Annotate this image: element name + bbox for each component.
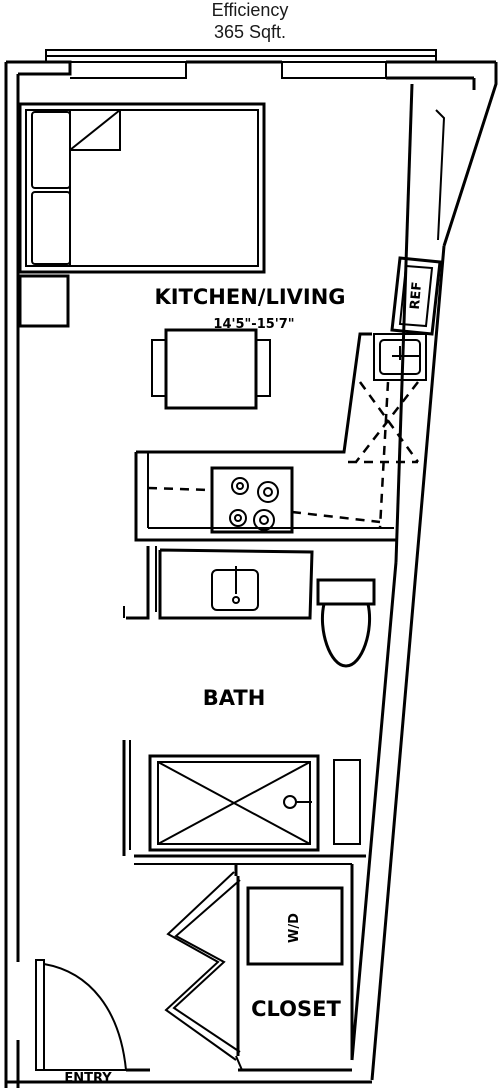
cooktop-icon <box>210 466 294 534</box>
dining-table-icon <box>151 328 271 410</box>
kitchen-living-label: KITCHEN/LIVING <box>154 285 345 309</box>
bed-icon <box>18 102 266 274</box>
washer-dryer: W/D <box>246 886 344 966</box>
upper-cabinet-line <box>147 486 211 492</box>
toilet-icon <box>316 578 376 668</box>
bath-walls <box>123 546 314 620</box>
shower-icon <box>122 740 320 856</box>
kitchen-living-dimensions: 14'5"-15'7" <box>213 317 294 332</box>
bath-label: BATH <box>203 686 266 710</box>
closet-bifold-door-icon <box>164 871 241 1061</box>
plan-name: Efficiency <box>211 0 289 20</box>
dishwasher-swing <box>348 381 420 529</box>
closet-walls <box>234 864 354 1071</box>
closet-label: CLOSET <box>251 997 341 1021</box>
exterior-walls <box>4 60 498 1088</box>
vanity-sink-icon <box>211 566 259 611</box>
refrigerator: REF <box>390 256 442 336</box>
door-swing-icon <box>35 959 127 1071</box>
upper-cabinet-line-2 <box>291 510 381 524</box>
plan-area: 365 Sqft. <box>213 22 287 42</box>
refrigerator-label: REF <box>408 281 425 310</box>
window-top <box>45 49 437 63</box>
sink-icon <box>373 333 427 381</box>
bath-niche <box>333 759 361 845</box>
nightstand <box>18 274 70 328</box>
washer-dryer-label: W/D <box>287 913 302 943</box>
bath-closet-walls <box>134 854 366 865</box>
kitchen-counter <box>134 332 396 542</box>
entry-label: ENTRY <box>64 1071 112 1086</box>
